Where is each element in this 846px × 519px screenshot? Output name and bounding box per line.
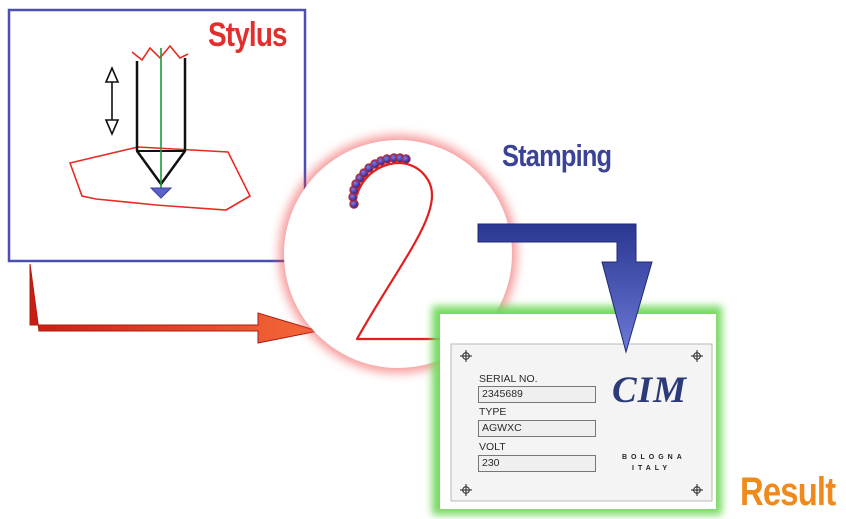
city-text: BOLOGNA xyxy=(622,454,686,461)
stamped-digit xyxy=(355,162,454,341)
volt-label: VOLT xyxy=(479,441,506,453)
crosshair-icon xyxy=(460,350,703,496)
double-arrow-icon xyxy=(104,65,120,137)
red-flow-arrow xyxy=(29,263,319,344)
serial-number-label: SERIAL NO. xyxy=(479,373,538,385)
stylus-label: Stylus xyxy=(208,16,288,54)
brand-logo: CIM xyxy=(612,370,687,411)
country-text: ITALY xyxy=(632,465,672,472)
volt-field: 230 xyxy=(478,455,596,472)
type-label: TYPE xyxy=(479,406,507,418)
result-label: Result xyxy=(740,470,836,514)
stamping-dots xyxy=(348,153,411,209)
type-field: AGWXC xyxy=(478,420,596,437)
stylus-panel xyxy=(7,8,307,263)
stylus-tool xyxy=(131,44,189,199)
stamping-label: Stamping xyxy=(502,138,612,173)
workpiece-surface xyxy=(68,146,252,211)
serial-number-field: 2345689 xyxy=(478,386,596,403)
blue-flow-arrow xyxy=(477,223,653,354)
